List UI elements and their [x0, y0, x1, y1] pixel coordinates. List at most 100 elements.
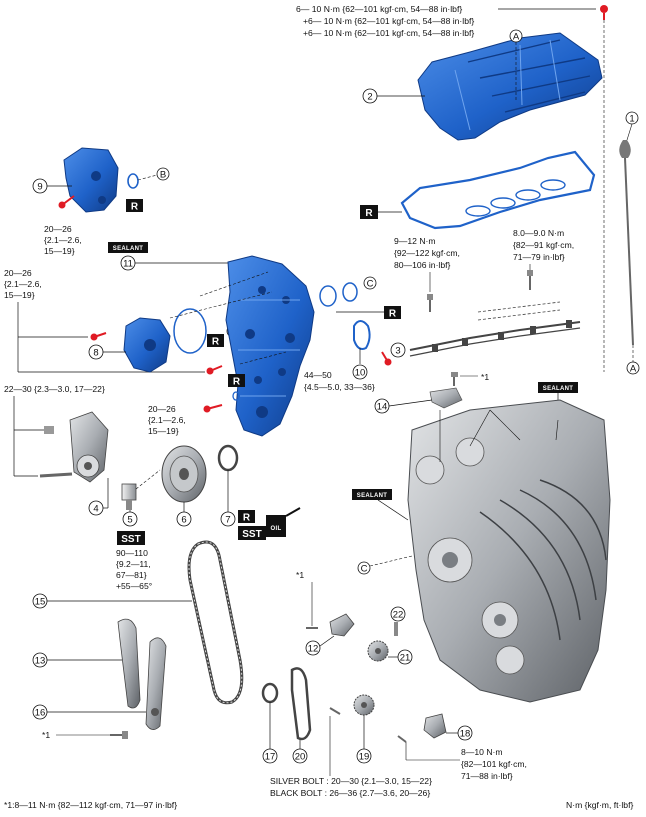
units-legend: N·m {kgf·m, ft·lbf}: [566, 800, 633, 810]
callout-4: 4: [88, 478, 109, 516]
sensor-part: [429, 387, 463, 409]
oil-seal-17: [261, 682, 279, 704]
spec-part3b-line1: 8.0—9.0 N·m: [513, 228, 564, 238]
chain-tensioner-18: [423, 713, 447, 739]
r-badge: R: [126, 199, 143, 213]
oil-can-icon: OIL: [266, 507, 301, 537]
o-ring-pair: [319, 282, 358, 307]
reference-mark-c-bottom: C: [357, 555, 413, 575]
sealant-badge: SEALANT: [108, 242, 148, 253]
callout-6: 6: [176, 502, 192, 527]
callout-18: 18: [446, 725, 473, 741]
callout-15: 15: [32, 593, 192, 609]
front-oil-seal: [217, 444, 239, 472]
upper-bracket: [63, 147, 119, 213]
small-bolt: [527, 270, 533, 290]
reference-mark-a-top: A: [509, 29, 523, 100]
svg-text:R: R: [389, 309, 397, 320]
reference-mark-b-top: B: [156, 167, 170, 181]
spec-cover-line3: 15—19}: [148, 426, 179, 436]
r-badge: R: [207, 334, 224, 348]
dashed-leader: [169, 291, 273, 319]
dashed-leader: [135, 469, 161, 490]
tensioner-assembly: [39, 411, 109, 483]
spec-crank-line1: 90—110: [116, 548, 148, 558]
spec-bolt8-line1: 20—26: [4, 268, 32, 278]
callout-12: 12: [305, 635, 335, 656]
oil-pump-sprocket: [353, 694, 375, 716]
dashed-leader: [137, 174, 158, 181]
svg-text:12: 12: [308, 644, 319, 655]
reference-mark-c-top: C: [363, 276, 377, 290]
spec-cover-line2: {2.1—2.6,: [148, 415, 186, 425]
callout-3: 3: [390, 342, 406, 358]
dipstick: [619, 140, 634, 346]
red-bolt-icon: [206, 365, 223, 375]
red-bolt-icon: [203, 404, 223, 413]
small-bolt: [110, 731, 128, 739]
svg-text:OIL: OIL: [271, 526, 282, 532]
small-bolt: [427, 294, 433, 312]
dashed-leader: [199, 271, 269, 297]
r-badge: R: [336, 306, 401, 320]
spec-part18-line2: {82—101 kgf·cm,: [461, 759, 527, 769]
svg-text:18: 18: [460, 729, 471, 740]
oil-pump-chain: [290, 667, 312, 741]
svg-text:15: 15: [35, 597, 46, 608]
crank-sprocket: [367, 640, 389, 662]
svg-text:SST: SST: [121, 534, 140, 545]
red-bolt-icon: [600, 5, 608, 20]
callout-16: 16: [32, 704, 146, 720]
svg-text:R: R: [365, 208, 373, 219]
spec-part18-line3: 71—88 in·lbf}: [461, 771, 513, 781]
callout-2: 2: [362, 88, 425, 104]
svg-text:16: 16: [35, 708, 46, 719]
spec-bolt8-line3: 15—19}: [4, 290, 35, 300]
r-badge: R: [360, 205, 402, 219]
callout-14: 14: [374, 398, 433, 414]
seal-ring: [353, 320, 371, 350]
small-bolt: [329, 707, 341, 715]
svg-text:9: 9: [37, 182, 42, 193]
reference-mark-a-right: A: [626, 345, 640, 375]
svg-text:R: R: [233, 377, 241, 388]
sst-badge: SST: [238, 526, 266, 540]
variable-valve-cover: [123, 317, 171, 373]
svg-text:19: 19: [359, 752, 370, 763]
spec-crank-line2: {9.2—11,: [116, 559, 151, 569]
timing-chain: [187, 540, 244, 705]
svg-text:21: 21: [400, 653, 411, 664]
callout-17: 17: [262, 702, 278, 764]
red-bolt-icon: [58, 195, 75, 209]
callout-9: 9: [32, 178, 72, 194]
spec-bolt9-line3: 15—19}: [44, 246, 75, 256]
o-ring-small: [232, 391, 240, 401]
spec-part3b-line3: 71—79 in·lbf}: [513, 252, 565, 262]
svg-text:14: 14: [377, 402, 388, 413]
small-bolt: [451, 372, 458, 386]
o-ring-large: [173, 308, 207, 354]
svg-text:20: 20: [295, 752, 306, 763]
crankshaft-pulley: [161, 445, 207, 503]
svg-text:1: 1: [629, 114, 634, 125]
spec-bolt9-line2: {2.1—2.6,: [44, 235, 82, 245]
svg-text:10: 10: [355, 368, 366, 379]
svg-text:8: 8: [93, 348, 98, 359]
callout-11: 11: [120, 255, 232, 271]
spec-cover-line1: 20—26: [148, 404, 176, 414]
engine-front-cover: [225, 255, 315, 437]
star-marker-left: *1: [42, 730, 50, 740]
svg-text:13: 13: [35, 656, 46, 667]
footnote: *1:8—11 N·m {82—112 kgf·cm, 71—97 in·lbf…: [4, 800, 177, 810]
engine-assembly: [407, 399, 611, 703]
black-bolt-spec: BLACK BOLT : 26—36 {2.7—3.6, 20—26}: [270, 788, 430, 798]
svg-text:4: 4: [93, 504, 98, 515]
small-bolt: [397, 735, 407, 743]
sealant-badge: SEALANT: [352, 489, 409, 521]
spark-plug-tube-seal: [409, 301, 581, 357]
r-badge: R: [238, 510, 255, 524]
svg-text:C: C: [361, 564, 368, 575]
spec-cover-bolts-line3: +6— 10 N·m {62—101 kgf·cm, 54—88 in·lbf}: [303, 28, 474, 38]
leader-line: [469, 409, 491, 447]
